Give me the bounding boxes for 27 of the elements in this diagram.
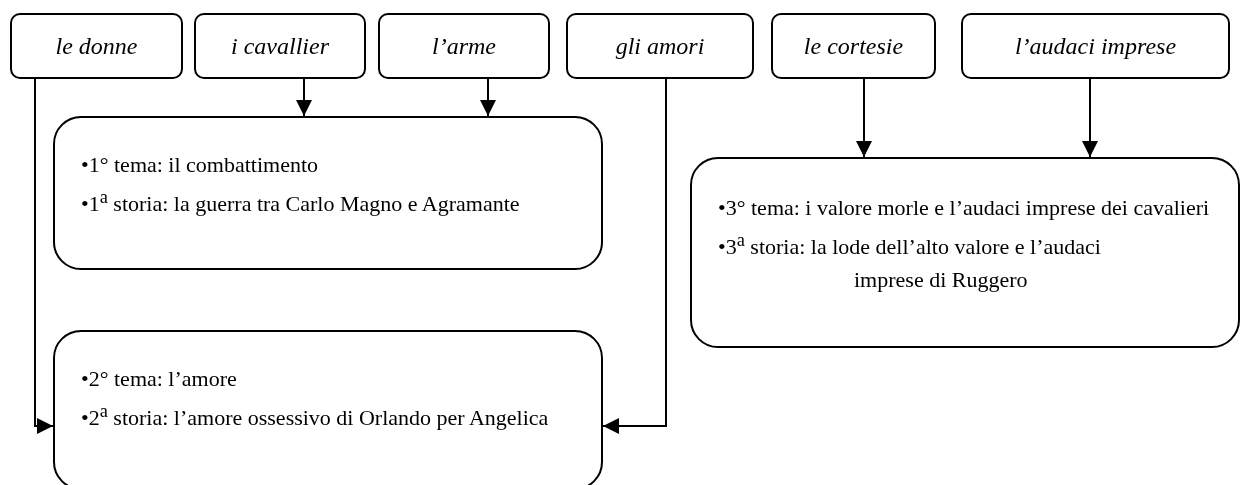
arrow — [480, 78, 496, 117]
arrow — [602, 78, 667, 434]
arrow — [1082, 78, 1098, 158]
topic-box — [771, 13, 936, 79]
arrow — [296, 78, 312, 117]
topic-label: le donne — [55, 32, 138, 60]
arrow — [856, 78, 872, 158]
arrow — [34, 78, 54, 434]
bullet-text: •3$^{a}$ storia: la lode dell’alto valore e l’audaci imprese di Ruggero — [718, 229, 1102, 295]
topic-label: l’audaci imprese — [1014, 32, 1177, 60]
bullet-text: •2$^{a}$ storia: l’amore ossessivo di Orlando per Angelica — [81, 400, 550, 433]
theme-box — [53, 116, 603, 270]
topic-box — [194, 13, 366, 79]
bullet-text: •1° tema: il combattimento — [81, 151, 320, 179]
topic-label: le cortesie — [803, 32, 904, 60]
bullet-text: •1$^{a}$ storia: la guerra tra Carlo Magno e Agramante — [81, 186, 521, 219]
topic-label: gli amori — [615, 32, 705, 60]
topic-box — [378, 13, 550, 79]
bullet-text: •3° tema: i valore morle e l’audaci imprese dei cavalieri — [718, 194, 1211, 222]
topic-label: i cavallier — [231, 32, 329, 60]
topic-box — [961, 13, 1230, 79]
bullet-text: •2° tema: l’amore — [81, 365, 238, 393]
topic-box — [10, 13, 183, 79]
theme-box — [53, 330, 603, 485]
theme-box — [690, 157, 1240, 348]
topic-box — [566, 13, 754, 79]
topic-label: l’arme — [432, 32, 496, 60]
